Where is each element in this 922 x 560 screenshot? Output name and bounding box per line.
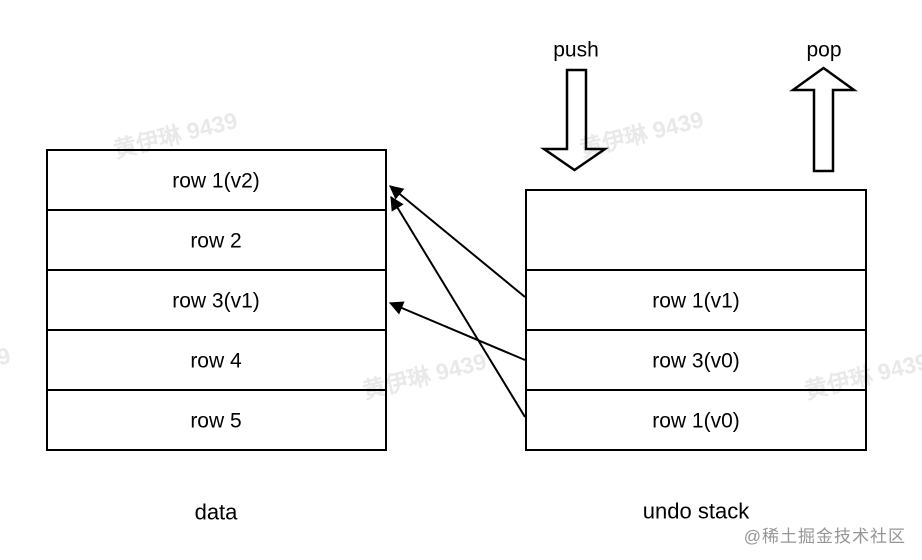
credit-watermark: @稀土掘金技术社区	[743, 527, 906, 546]
push-arrow: push	[539, 39, 610, 172]
undo-stack-row-1: row 1(v1)	[652, 290, 740, 313]
undo-stack-table: row 1(v1) row 3(v0) row 1(v0) undo stack	[525, 189, 867, 524]
push-label: push	[553, 39, 599, 62]
undo-stack-box	[525, 189, 867, 451]
pop-arrow: pop	[789, 39, 858, 173]
push-arrow-icon	[539, 68, 610, 172]
data-row-3: row 3(v1)	[172, 290, 260, 313]
data-row-2: row 2	[190, 230, 241, 253]
arrow-undo-row1v0-to-data-row1	[390, 196, 526, 418]
arrow-undo-row3v0-to-data-row3	[388, 301, 526, 361]
arrow-undo-row1v1-to-data-row1	[389, 185, 526, 298]
data-table-label: data	[195, 500, 239, 525]
data-row-1: row 1(v2)	[172, 170, 260, 193]
data-table: row 1(v2) row 2 row 3(v1) row 4 row 5 da…	[46, 149, 387, 525]
data-row-5: row 5	[190, 410, 241, 433]
undo-stack-row-3: row 1(v0)	[652, 410, 740, 433]
data-row-4: row 4	[190, 350, 242, 373]
pop-arrow-icon	[789, 66, 858, 173]
data-table-box	[46, 149, 387, 451]
undo-stack-label: undo stack	[643, 499, 750, 524]
undo-stack-row-2: row 3(v0)	[652, 350, 740, 373]
pop-label: pop	[806, 39, 841, 62]
